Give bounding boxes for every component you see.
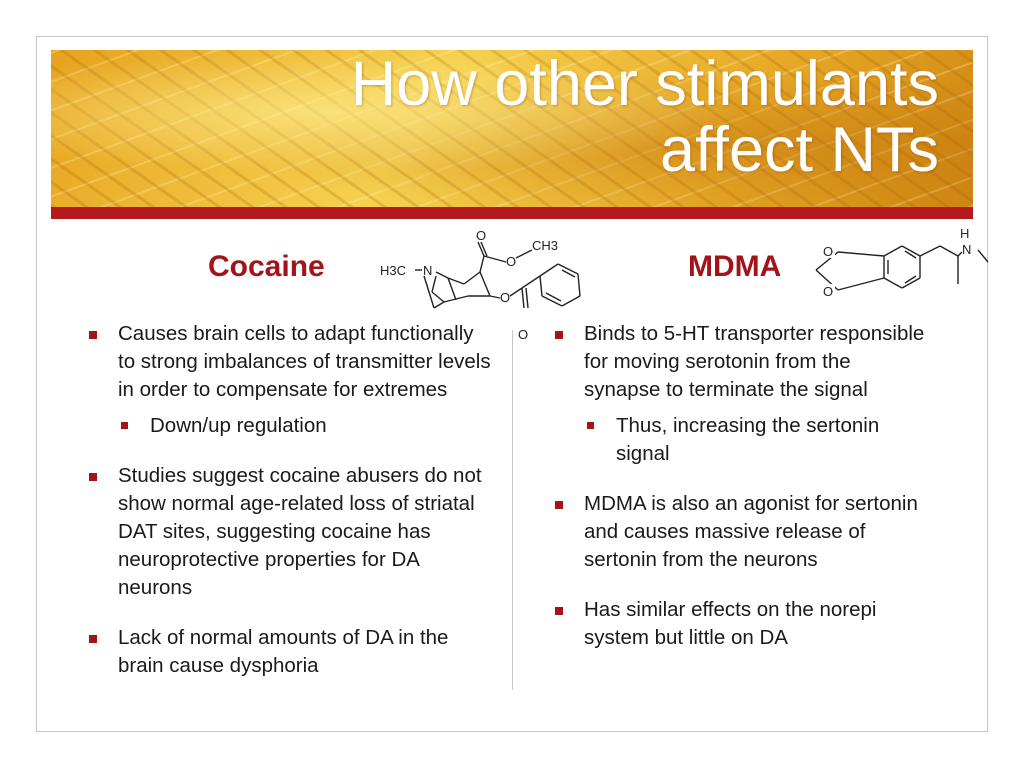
bullet-square-icon xyxy=(89,331,97,339)
bullet-square-icon xyxy=(555,607,563,615)
bullet-text: Causes brain cells to adapt functionally… xyxy=(118,322,491,401)
mdma-sub-bullet: Thus, increasing the sertonin signal xyxy=(584,412,932,468)
title-line-2: affect NTs xyxy=(660,115,939,185)
cocaine-label-nitrogen: N xyxy=(423,263,432,278)
sub-bullet-text: Down/up regulation xyxy=(150,414,327,437)
bullet-text: Has similar effects on the norepi system… xyxy=(584,598,877,649)
cocaine-bullet-list: Causes brain cells to adapt functionally… xyxy=(86,320,491,680)
bullet-text: Lack of normal amounts of DA in the brai… xyxy=(118,626,449,677)
mdma-bullet-list: Binds to 5-HT transporter responsible fo… xyxy=(552,320,932,652)
bullet-text: Studies suggest cocaine abusers do not s… xyxy=(118,464,482,599)
mdma-bullet: Has similar effects on the norepi system… xyxy=(552,596,932,652)
bullet-text: MDMA is also an agonist for sertonin and… xyxy=(584,492,918,571)
cocaine-bullet: Lack of normal amounts of DA in the brai… xyxy=(86,624,491,680)
mdma-label-ring-o-bottom: O xyxy=(823,284,833,299)
bullet-square-icon xyxy=(555,501,563,509)
slide-frame xyxy=(36,36,988,732)
mdma-heading: MDMA xyxy=(688,250,782,283)
mdma-column: Binds to 5-HT transporter responsible fo… xyxy=(552,320,932,674)
title-accent-bar xyxy=(51,207,973,219)
bullet-square-icon xyxy=(89,635,97,643)
cocaine-structure-diagram: O CH3 O H3C N O O xyxy=(380,228,581,342)
bullet-square-icon xyxy=(587,422,594,429)
mdma-bullet: Binds to 5-HT transporter responsible fo… xyxy=(552,320,932,468)
title-banner: How other stimulants affect NTs xyxy=(51,50,973,207)
cocaine-label-h3c: H3C xyxy=(380,263,406,278)
cocaine-label-carbonyl-o-bottom: O xyxy=(518,327,528,342)
bullet-square-icon xyxy=(555,331,563,339)
mdma-label-amine-n: N xyxy=(962,242,971,257)
cocaine-label-ch3: CH3 xyxy=(532,238,558,253)
cocaine-sub-list: Down/up regulation xyxy=(118,412,491,440)
mdma-label-amine-h: H xyxy=(960,226,969,241)
cocaine-heading: Cocaine xyxy=(208,250,325,283)
bullet-text: Binds to 5-HT transporter responsible fo… xyxy=(584,322,925,401)
cocaine-label-benzoate-o: O xyxy=(500,290,510,305)
bullet-square-icon xyxy=(121,422,128,429)
cocaine-label-carbonyl-o-top: O xyxy=(476,228,486,243)
mdma-bullet: MDMA is also an agonist for sertonin and… xyxy=(552,490,932,574)
mdma-label-ring-o-top: O xyxy=(823,244,833,259)
title-line-1: How other stimulants xyxy=(350,50,939,119)
cocaine-sub-bullet: Down/up regulation xyxy=(118,412,491,440)
cocaine-column: Causes brain cells to adapt functionally… xyxy=(86,320,491,702)
cocaine-label-ester-o: O xyxy=(506,254,516,269)
column-divider xyxy=(512,330,513,690)
sub-bullet-text: Thus, increasing the sertonin signal xyxy=(616,414,880,465)
cocaine-bullet: Causes brain cells to adapt functionally… xyxy=(86,320,491,440)
mdma-structure-diagram: O O H N xyxy=(815,226,989,299)
slide-title: How other stimulants affect NTs xyxy=(351,51,939,183)
bullet-square-icon xyxy=(89,473,97,481)
cocaine-bullet: Studies suggest cocaine abusers do not s… xyxy=(86,462,491,602)
mdma-sub-list: Thus, increasing the sertonin signal xyxy=(584,412,932,468)
